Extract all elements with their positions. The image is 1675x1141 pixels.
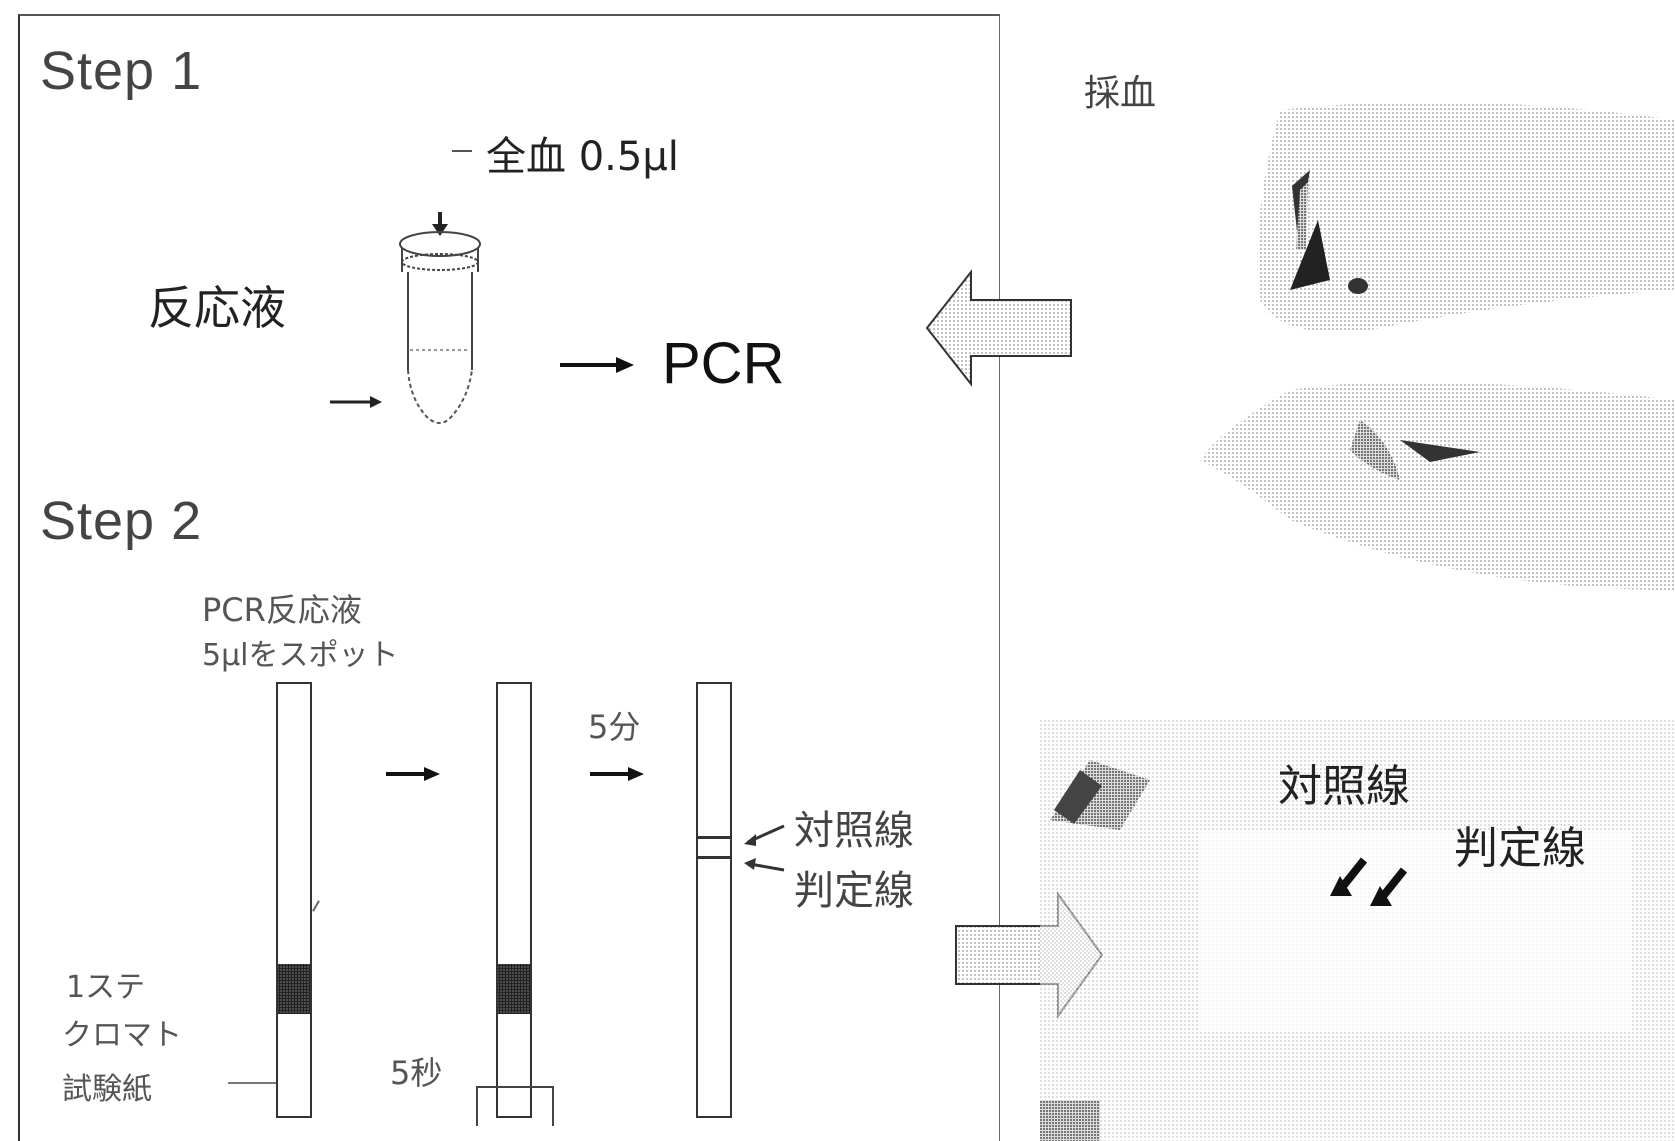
blood-pointer — [452, 150, 472, 152]
five-minutes-label: 5分 — [588, 702, 640, 748]
test-strip-1 — [276, 682, 312, 1118]
control-line-label: 対照線 — [794, 798, 914, 856]
control-line-mark — [698, 836, 730, 839]
spot-instruction-line1: PCR反応液 — [202, 585, 362, 631]
pcr-tube-icon — [330, 210, 490, 440]
arrow-right-icon — [386, 762, 446, 786]
test-line-label: 判定線 — [794, 858, 914, 916]
spot-instruction-line2: 5μlをスポット — [202, 630, 399, 674]
finger-prick-photo — [1160, 100, 1675, 600]
legend-pointer — [228, 1082, 276, 1084]
sample-pad-band — [278, 964, 310, 1014]
strip-legend-line2: クロマト — [62, 1010, 182, 1054]
five-seconds-label: 5秒 — [390, 1048, 442, 1094]
arrow-right-icon — [560, 350, 640, 380]
strip-legend-line1: 1ステ — [66, 962, 145, 1006]
arrow-right-icon — [590, 762, 650, 786]
photo-control-line-label: 対照線 — [1278, 750, 1410, 814]
test-line-mark — [698, 856, 730, 859]
step2-title: Step 2 — [40, 490, 202, 552]
reagent-label: 反応液 — [148, 272, 286, 338]
hollow-arrow-left-icon — [925, 268, 1075, 388]
step1-title: Step 1 — [40, 40, 202, 102]
blood-sampling-label: 採血 — [1084, 64, 1156, 116]
photo-test-line-label: 判定線 — [1454, 812, 1586, 876]
sample-well — [476, 1086, 554, 1126]
callout-arrows-icon — [738, 820, 798, 880]
test-strip-2 — [496, 682, 532, 1118]
wet-band — [498, 964, 530, 1014]
test-strip-3 — [696, 682, 732, 1118]
strip-legend-line3: 試験紙 — [62, 1064, 152, 1108]
blood-volume-label: 全血 0.5μl — [486, 124, 679, 182]
pcr-label: PCR — [662, 330, 784, 397]
